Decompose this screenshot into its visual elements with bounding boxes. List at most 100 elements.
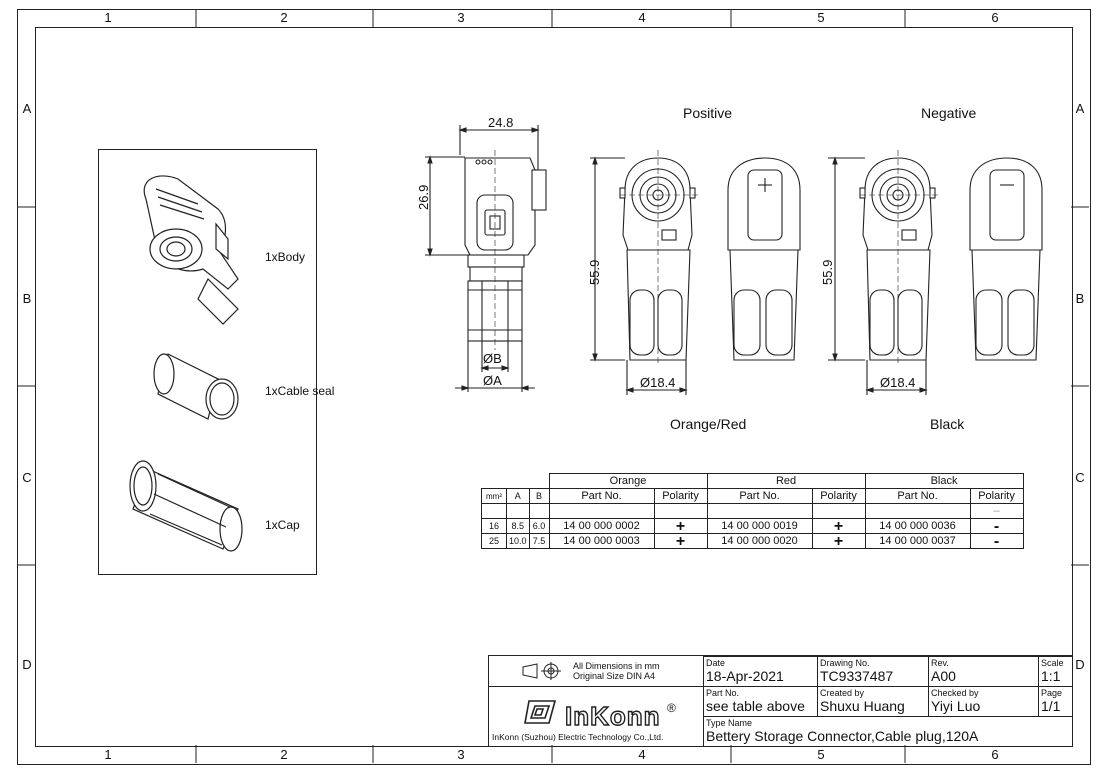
table-cell: 8.5 [506, 518, 530, 534]
group-orange: Orange [548, 473, 708, 489]
table-cell [653, 503, 708, 519]
table-group-row: Orange Red Black [482, 473, 1024, 489]
zone-col-label: 3 [457, 747, 465, 762]
zone-col-label: 3 [457, 10, 465, 25]
table-cell [864, 503, 971, 519]
rev-cell: Rev. A00 [928, 656, 1039, 687]
part-no-label: Part No. [706, 688, 740, 698]
zone-row-label: A [22, 101, 32, 116]
dim-dia-a: ØA [483, 373, 502, 388]
table-cell: 14 00 000 0019 [706, 518, 813, 534]
table-cell [706, 503, 813, 519]
header-cell: mm² [481, 488, 507, 504]
created-by-cell: Created by Shuxu Huang [817, 686, 929, 717]
header-cell: Polarity [811, 488, 866, 504]
zone-col-label: 1 [104, 747, 112, 762]
dims-note-2: Original Size DIN A4 [573, 671, 656, 681]
page-cell: Page 1/1 [1038, 686, 1073, 717]
page-label: Page [1041, 688, 1063, 698]
side-view-drawing [425, 125, 547, 392]
table-cell: 14 00 000 0020 [706, 533, 813, 549]
zone-col-label: 6 [991, 747, 999, 762]
dim-dia-negative: Ø18.4 [880, 375, 916, 390]
table-cell: 10.0 [506, 533, 530, 549]
table-cell: 14 00 000 0003 [548, 533, 655, 549]
scale-cell: Scale 1:1 [1038, 656, 1073, 687]
rev-label: Rev. [931, 658, 949, 668]
header-cell: A [506, 488, 530, 504]
drawing-no-cell: Drawing No. TC9337487 [817, 656, 929, 687]
group-black: Black [864, 473, 1024, 489]
dim-height-side: 26.9 [416, 184, 431, 210]
created-by-label: Created by [820, 688, 865, 698]
type-name-label: Type Name [706, 718, 753, 728]
part-label-cap: 1xCap [265, 518, 300, 532]
zone-row-label: B [22, 291, 32, 306]
dim-width-side: 24.8 [488, 115, 514, 130]
drawing-frame-outer [17, 9, 1091, 765]
logo-cell: InKonn ® InKonn (Suzhou) Electric Techno… [489, 687, 703, 746]
drawing-no-label: Drawing No. [820, 658, 870, 668]
group-red: Red [706, 473, 866, 489]
header-cell: Part No. [548, 488, 655, 504]
logo-text: InKonn [564, 700, 661, 731]
part-no-cell: Part No. see table above [703, 686, 818, 717]
table-cell: 16 [481, 518, 507, 534]
dims-note-1: All Dimensions in mm [573, 661, 660, 671]
part-label-cable-seal: 1xCable seal [265, 384, 335, 398]
dim-dia-b: ØB [483, 351, 502, 366]
parts-table: Orange Red Black mm² A B Part No. Polari… [481, 473, 1024, 549]
table-cell [811, 503, 866, 519]
registered-mark: ® [667, 701, 676, 715]
table-cell: 14 00 000 0037 [864, 533, 971, 549]
checked-by-cell: Checked by Yiyi Luo [928, 686, 1039, 717]
page-value: 1/1 [1041, 698, 1061, 714]
dims-note-cell: All Dimensions in mm Original Size DIN A… [489, 656, 703, 687]
zone-row-label: C [1075, 470, 1085, 485]
header-cell: Part No. [706, 488, 813, 504]
dim-height-negative: 55.9 [820, 259, 835, 285]
date-label: Date [706, 658, 726, 668]
drawing-no-value: TC9337487 [820, 668, 894, 684]
table-row: 25 10.0 7.5 14 00 000 0003 + 14 00 000 0… [481, 533, 1024, 549]
positive-views-drawing [590, 150, 801, 395]
zone-row-label: B [1075, 291, 1085, 306]
zone-row-label: D [22, 657, 32, 672]
table-cell: + [653, 533, 708, 549]
table-cell: 7.5 [528, 533, 550, 549]
table-cell: + [811, 518, 866, 534]
table-cell [548, 503, 655, 519]
projection-symbol-icon [522, 662, 561, 680]
body-illustration [143, 175, 239, 325]
zone-col-label: 6 [991, 10, 999, 25]
table-cell: - [969, 533, 1024, 549]
zone-col-label: 2 [280, 10, 288, 25]
table-cell: 25 [481, 533, 507, 549]
zone-col-label: 5 [817, 747, 825, 762]
zone-col-label: 2 [280, 747, 288, 762]
checked-by-label: Checked by [931, 688, 979, 698]
view-title-negative: Negative [921, 105, 977, 121]
scale-value: 1:1 [1041, 668, 1061, 684]
zone-col-label: 5 [817, 10, 825, 25]
checked-by-value: Yiyi Luo [931, 698, 981, 714]
date-value: 18-Apr-2021 [706, 668, 784, 684]
dim-height-positive: 55.9 [587, 259, 602, 285]
table-cell [481, 503, 507, 519]
table-cell: 14 00 000 0002 [548, 518, 655, 534]
rev-value: A00 [931, 668, 956, 684]
inkonn-logo-icon [524, 700, 557, 724]
table-cell [528, 503, 550, 519]
drawing-frame-inner [35, 27, 1073, 747]
view-caption-black: Black [930, 416, 965, 432]
parts-list-box [98, 149, 317, 575]
header-cell: Polarity [653, 488, 708, 504]
company-name: InKonn (Suzhou) Electric Technology Co.,… [492, 732, 664, 742]
table-cell: 6.0 [528, 518, 550, 534]
zone-col-label: 1 [104, 10, 112, 25]
scale-label: Scale [1041, 658, 1064, 668]
cable-seal-illustration [153, 353, 239, 420]
table-cell: + [653, 518, 708, 534]
title-block: All Dimensions in mm Original Size DIN A… [488, 655, 1073, 747]
dim-dia-positive: Ø18.4 [640, 375, 676, 390]
